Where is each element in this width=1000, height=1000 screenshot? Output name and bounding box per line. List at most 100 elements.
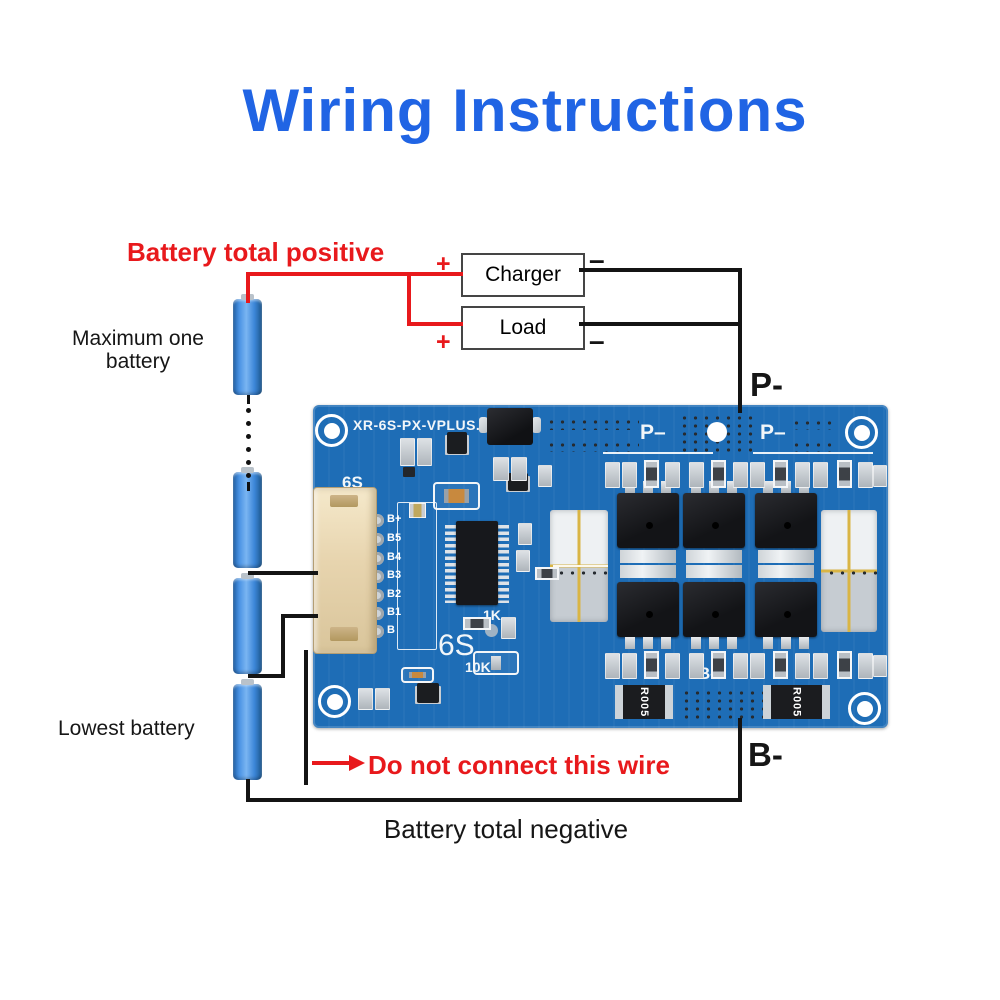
- smd-component: [795, 653, 810, 679]
- b-minus-pad: [678, 687, 763, 723]
- mosfet: [683, 493, 745, 548]
- wire-balance-b1-stub: [248, 674, 285, 678]
- balance-pin-label: B5: [387, 532, 402, 544]
- silkscreen-p-minus-left: P–: [640, 421, 666, 444]
- solder-pad: [788, 439, 837, 452]
- battery-cell-lowest: [233, 684, 262, 780]
- battery-terminal-nub: [241, 573, 254, 579]
- mosfet-leg: [643, 637, 653, 649]
- wire-positive-top: [246, 272, 463, 276]
- mosfet-tab: [620, 565, 676, 578]
- sot23-transistor: [447, 432, 467, 454]
- label-battery-total-positive: Battery total positive: [127, 237, 385, 267]
- shunt-resistor-left: R005: [615, 685, 673, 719]
- battery-terminal-nub: [241, 467, 254, 473]
- balance-pin-label: B+: [387, 513, 402, 525]
- power-diode: [487, 408, 533, 445]
- bms-ic-chip: [456, 521, 498, 605]
- battery-cell-top: [233, 299, 262, 395]
- wire-positive-battery-drop: [246, 272, 250, 303]
- diode-leg: [479, 417, 488, 433]
- load-label: Load: [499, 316, 547, 339]
- bms-pcb-board: XR-6S-PX-VPLUS. P– P– B– 6S 6S 10K 1K R0…: [313, 405, 888, 728]
- smd-component: [403, 467, 415, 477]
- smd-component: [605, 653, 620, 679]
- capacitor-box: [433, 482, 480, 510]
- mosfet-tab: [620, 550, 676, 563]
- ic-pins: [445, 525, 457, 603]
- solder-pad: [543, 416, 639, 430]
- mounting-hole: [318, 685, 351, 718]
- balance-pin-label: B2: [387, 588, 402, 600]
- smd-component: [733, 653, 748, 679]
- mosfet: [755, 582, 817, 637]
- mosfet-leg: [691, 637, 701, 649]
- label-b-minus: B-: [748, 736, 783, 773]
- mosfet-leg: [709, 637, 719, 649]
- mosfet-leg: [763, 481, 773, 493]
- smd-component: [665, 653, 680, 679]
- smd-component: [858, 462, 873, 488]
- silkscreen-p-minus-right: P–: [760, 421, 786, 444]
- wire-p-minus-vertical: [738, 268, 742, 413]
- resistor-box: [401, 667, 434, 683]
- smd-component: [711, 651, 726, 679]
- label-lowest-battery: Lowest battery: [58, 717, 195, 740]
- mosfet: [755, 493, 817, 548]
- smd-component: [644, 651, 659, 679]
- load-plus-sign: +: [436, 328, 451, 356]
- resistor-box: [473, 651, 519, 675]
- silkscreen-10k: 10K: [465, 659, 491, 675]
- smd-component: [837, 651, 852, 679]
- smd-component: [837, 460, 852, 488]
- load-minus-sign: –: [589, 325, 605, 356]
- wire-balance-b1-horizontal: [281, 614, 318, 618]
- smd-component: [493, 457, 509, 481]
- battery-terminal-nub: [241, 679, 254, 685]
- smd-component: [750, 462, 765, 488]
- label-p-minus: P-: [750, 366, 783, 403]
- smd-component: [417, 438, 432, 466]
- mosfet-tab: [758, 565, 814, 578]
- balance-pin-label: B: [387, 624, 395, 636]
- smd-component: [535, 567, 559, 580]
- smd-component: [400, 438, 415, 466]
- smd-component: [516, 550, 530, 572]
- via-strip: [553, 567, 608, 575]
- do-not-connect-arrow-head: [349, 755, 365, 771]
- silkscreen-line: [753, 452, 873, 454]
- battery-cell-3: [233, 578, 262, 674]
- label-maximum-one-battery: Maximum one battery: [38, 327, 238, 373]
- smd-component: [375, 688, 390, 710]
- mosfet-leg: [727, 637, 737, 649]
- balance-resistor: [408, 503, 426, 518]
- label-battery-total-negative: Battery total negative: [383, 814, 629, 844]
- smd-component: [689, 462, 704, 488]
- label-do-not-connect: Do not connect this wire: [368, 750, 670, 780]
- smd-component: [689, 653, 704, 679]
- mounting-hole: [848, 692, 881, 725]
- wire-balance-b3: [248, 571, 318, 575]
- diode-leg: [532, 417, 541, 433]
- mosfet-tab: [758, 550, 814, 563]
- smd-component: [622, 653, 637, 679]
- smd-component: [873, 655, 887, 677]
- wire-load-negative: [579, 322, 742, 326]
- smd-component: [733, 462, 748, 488]
- mosfet: [617, 493, 679, 548]
- charger-plus-sign: +: [436, 250, 451, 278]
- solder-pad: [788, 417, 837, 430]
- ic-pins: [497, 525, 509, 603]
- silkscreen-6s-large: 6S: [438, 629, 475, 662]
- smd-component: [605, 462, 620, 488]
- balance-resistor-bank: [397, 502, 437, 650]
- smd-component: [873, 465, 887, 487]
- mosfet-leg: [799, 637, 809, 649]
- wire-lowest-battery-drop: [246, 779, 250, 802]
- smd-component: [813, 462, 828, 488]
- mosfet: [683, 582, 745, 637]
- label-maximum-one-battery-line2: battery: [105, 350, 171, 373]
- smd-component: [358, 688, 373, 710]
- via-strip: [823, 567, 877, 575]
- mounting-hole: [315, 414, 348, 447]
